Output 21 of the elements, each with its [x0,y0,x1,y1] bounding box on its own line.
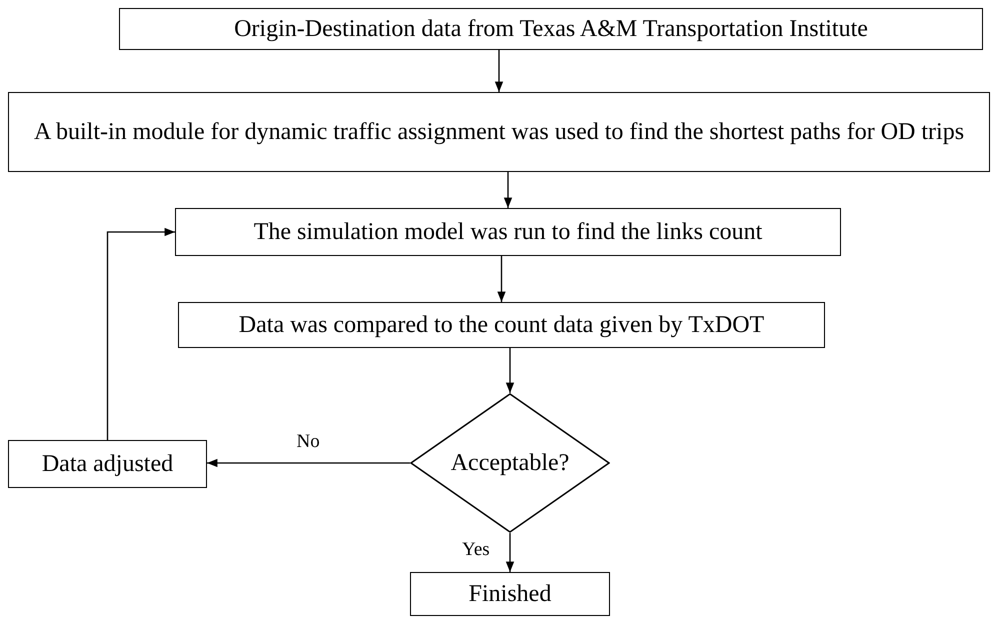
process-box [119,8,983,50]
process-box [175,208,841,256]
arrow [207,458,410,468]
node-text: The simulation model was run to find the links count [254,218,762,247]
arrow [506,533,514,572]
process-box [178,302,825,348]
node-text: Data adjusted [42,450,174,479]
node-text: Acceptable? [450,448,570,478]
arrow [497,256,506,302]
arrow [506,348,514,393]
process-box [8,92,990,172]
node-text: Origin-Destination data from Texas A&M Transportation Institute [234,14,868,44]
process-box [8,440,207,488]
node-text: Finished [468,580,552,609]
node-text: A built-in module for dynamic traffic assignment was used to find the shortest paths for OD trips [34,118,964,147]
decision-diamond [410,393,610,533]
node-text: Data was compared to the count data given by TxDOT [238,310,764,340]
process-box [410,572,610,616]
arrow [504,172,512,208]
arrow [106,228,175,440]
arrow [494,50,504,92]
